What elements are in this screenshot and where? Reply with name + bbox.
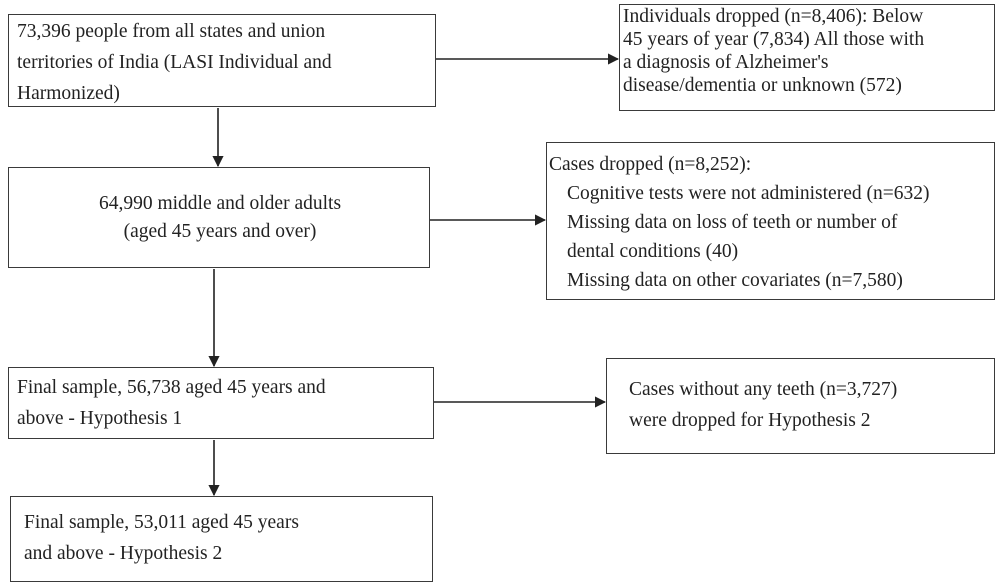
final-sample-1-line-2: above - Hypothesis 1 [17,408,183,429]
source-population-line-3: Harmonized) [17,83,120,104]
exclusion-2-header: Cases dropped (n=8,252): [549,154,752,175]
source-population-line-2: territories of India (LASI Individual an… [17,52,332,73]
exclusion-2-item-2: Missing data on loss of teeth or number … [567,212,898,233]
exclusion-box-individuals-dropped: Individuals dropped (n=8,406): Below 45 … [619,4,995,111]
final-sample-2-line-1: Final sample, 53,011 aged 45 years [24,512,299,533]
middle-box-line-1: 64,990 middle and older adults [98,193,342,214]
exclusion-box-cases-dropped: Cases dropped (n=8,252): Cognitive tests… [546,142,995,300]
exclusion-2-item-1: Cognitive tests were not administered (n… [567,183,930,204]
final-sample-2-line-2: and above - Hypothesis 2 [24,543,223,564]
middle-box-line-2: (aged 45 years and over) [123,221,317,242]
final-sample-hypothesis-2-box: Final sample, 53,011 aged 45 years and a… [10,496,433,582]
exclusion-1-line-1: Individuals dropped (n=8,406): Below [623,6,924,27]
exclusion-1-line-2: 45 years of year (7,834) All those with [623,29,925,50]
source-population-box: 73,396 people from all states and union … [8,14,436,107]
exclusion-1-line-3: a diagnosis of Alzheimer's [623,52,829,73]
exclusion-box-no-teeth: Cases without any teeth (n=3,727) were d… [606,358,995,454]
middle-older-adults-box: 64,990 middle and older adults (aged 45 … [8,167,430,268]
exclusion-3-line-2: were dropped for Hypothesis 2 [629,410,871,431]
final-sample-hypothesis-1-box: Final sample, 56,738 aged 45 years and a… [8,367,434,439]
exclusion-2-item-4: Missing data on other covariates (n=7,58… [567,270,903,291]
exclusion-3-line-1: Cases without any teeth (n=3,727) [629,379,898,400]
exclusion-2-item-3: dental conditions (40) [567,241,739,262]
exclusion-1-line-4: disease/dementia or unknown (572) [623,75,902,96]
source-population-line-1: 73,396 people from all states and union [17,21,326,42]
final-sample-1-line-1: Final sample, 56,738 aged 45 years and [17,377,326,398]
